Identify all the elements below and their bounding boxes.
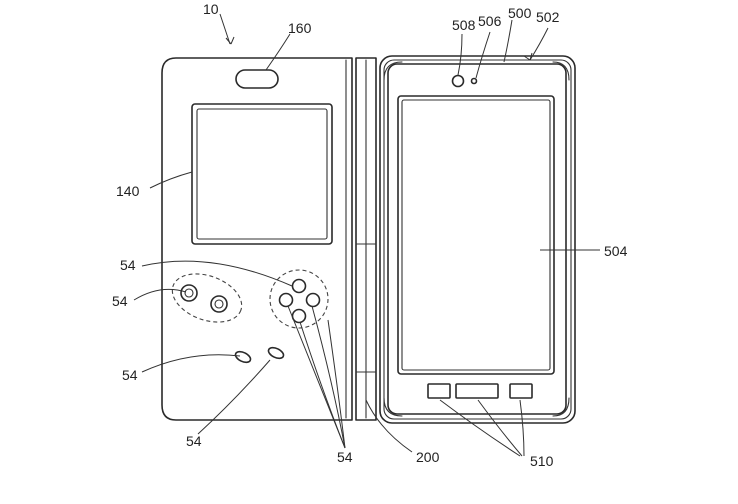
case-corner-bl	[383, 397, 403, 417]
leader-200	[365, 399, 413, 453]
label-502: 502	[536, 9, 560, 25]
label-54-dpad: 54	[337, 449, 353, 465]
left-button-group-outline	[171, 273, 243, 323]
label-508: 508	[452, 17, 476, 33]
label-54-top: 54	[120, 257, 136, 273]
label-54-low: 54	[122, 367, 138, 383]
cover-window-inner	[196, 108, 328, 240]
button-a-center	[184, 288, 194, 298]
leader-54-d	[327, 319, 346, 449]
case-corner-tr	[552, 61, 570, 81]
leader-508	[457, 33, 463, 76]
case-corner-tl	[383, 61, 403, 81]
leader-54-left	[133, 288, 187, 301]
camera-lens	[451, 74, 465, 88]
label-200: 200	[416, 449, 440, 465]
select-button	[234, 350, 252, 364]
dpad-up	[291, 278, 307, 294]
leader-506	[475, 31, 491, 79]
leader-10-arrow	[225, 36, 235, 45]
leader-10	[219, 13, 231, 45]
label-54-left: 54	[112, 293, 128, 309]
leader-510-b	[477, 399, 523, 457]
leader-500	[503, 19, 513, 63]
leader-54-bottom	[197, 359, 271, 435]
label-160: 160	[288, 20, 312, 36]
nav-key-center	[455, 383, 499, 399]
hinge	[355, 57, 377, 421]
hinge-outline	[355, 57, 377, 421]
nav-key-right	[509, 383, 533, 399]
leader-54-low	[141, 354, 241, 373]
leader-510-a	[439, 399, 521, 457]
dpad-down	[291, 308, 307, 324]
dpad-left	[278, 292, 294, 308]
leader-160	[265, 33, 291, 71]
button-b	[210, 295, 228, 313]
cover-outline	[161, 57, 353, 421]
nav-key-left	[427, 383, 451, 399]
button-a	[180, 284, 198, 302]
leader-502	[529, 27, 549, 61]
reference-numerals: 10 160 140 54 54 54 54 54 200 510 504 50…	[112, 1, 628, 469]
leader-510-c	[519, 399, 525, 457]
label-10: 10	[203, 1, 219, 17]
label-504: 504	[604, 243, 628, 259]
cover-slot	[235, 69, 279, 89]
start-button	[267, 346, 285, 360]
leader-140	[149, 171, 193, 189]
dpad-right	[305, 292, 321, 308]
flip-cover	[161, 57, 353, 421]
button-b-center	[214, 299, 224, 309]
leader-54-c	[311, 305, 346, 449]
label-140: 140	[116, 183, 140, 199]
case-outline	[379, 55, 576, 424]
leader-54-b	[299, 321, 346, 449]
phone-body	[387, 63, 567, 415]
phone-screen-inner	[401, 99, 551, 371]
phone	[387, 63, 567, 415]
label-54-bottom: 54	[186, 433, 202, 449]
sensor-dot	[470, 77, 478, 85]
leader-lines	[133, 13, 601, 457]
phone-case	[379, 55, 576, 424]
label-506: 506	[478, 13, 502, 29]
cover-window	[191, 103, 333, 245]
label-500: 500	[508, 5, 532, 21]
leader-54-top	[141, 260, 293, 287]
case-inner	[383, 59, 572, 420]
dpad-group-outline	[269, 269, 329, 329]
case-corner-br	[552, 397, 570, 417]
label-510: 510	[530, 453, 554, 469]
phone-screen	[397, 95, 555, 375]
